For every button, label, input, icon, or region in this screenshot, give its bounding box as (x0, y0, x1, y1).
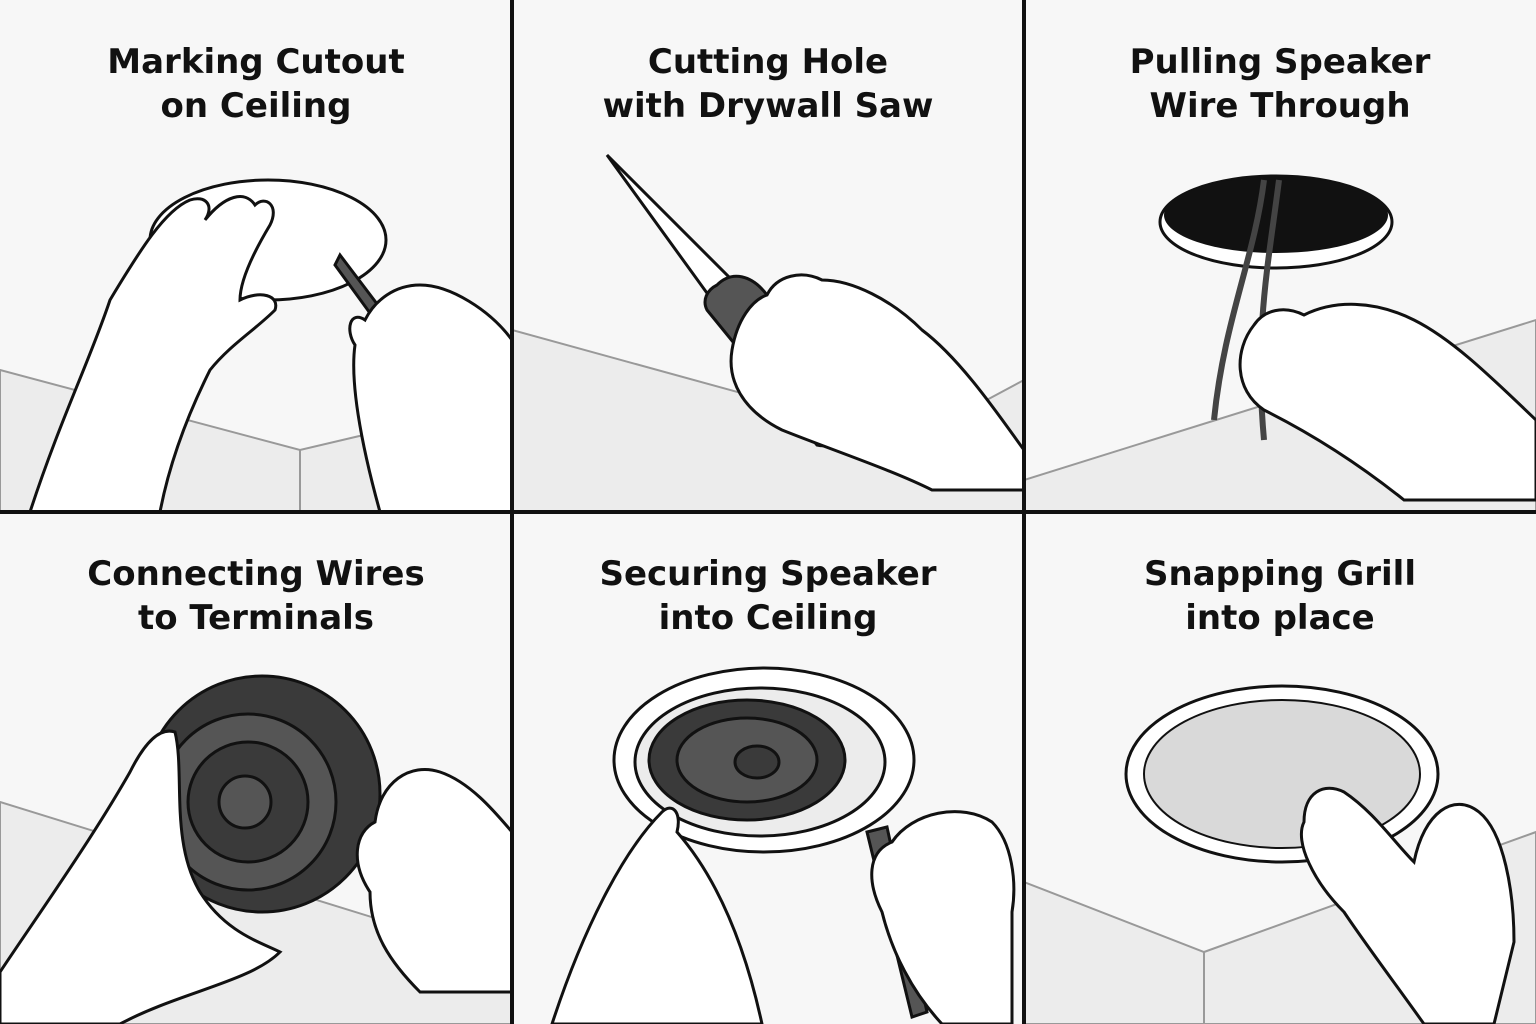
marking-cutout-illustration (0, 178, 512, 512)
right-hand (348, 283, 512, 512)
hand (1238, 302, 1536, 502)
title-line-1: Snapping Grill (1144, 554, 1416, 594)
cutting-hole-illustration (512, 153, 1024, 512)
panel-title: Cutting Hole with Drywall Saw (512, 40, 1024, 128)
panel-title: Connecting Wires to Terminals (0, 552, 512, 640)
title-line-2: on Ceiling (160, 86, 352, 126)
panel-securing-speaker: Securing Speaker into Ceiling (512, 512, 1024, 1024)
panel-title: Securing Speaker into Ceiling (512, 552, 1024, 640)
pulling-wire-illustration (1024, 174, 1536, 512)
panel-pulling-wire: Pulling Speaker Wire Through (1024, 0, 1536, 512)
snapping-grill-illustration (1024, 684, 1536, 1024)
speaker-dustcap (733, 744, 781, 780)
panel-connecting-wires: Connecting Wires to Terminals (0, 512, 512, 1024)
speaker-wire-1 (1211, 179, 1267, 421)
panel-snapping-grill: Snapping Grill into place (1024, 512, 1536, 1024)
panel-title: Marking Cutout on Ceiling (0, 40, 512, 128)
panel-cutting-hole: Cutting Hole with Drywall Saw (512, 0, 1024, 512)
title-line-1: Securing Speaker (599, 554, 937, 594)
title-line-2: Wire Through (1149, 86, 1411, 126)
title-line-2: with Drywall Saw (602, 86, 934, 126)
drywall-saw-blade (605, 153, 735, 303)
right-hand (355, 767, 512, 994)
panel-title: Pulling Speaker Wire Through (1024, 40, 1536, 128)
title-line-1: Pulling Speaker (1129, 42, 1431, 82)
title-line-2: to Terminals (137, 598, 375, 638)
panel-marking-cutout: Marking Cutout on Ceiling (0, 0, 512, 512)
right-hand (870, 810, 1016, 1024)
hand (1299, 786, 1516, 1024)
panel-title: Snapping Grill into place (1024, 552, 1536, 640)
securing-speaker-illustration (550, 666, 1016, 1024)
left-hand (550, 806, 764, 1024)
title-line-1: Connecting Wires (87, 554, 425, 594)
title-line-1: Cutting Hole (647, 42, 889, 82)
connecting-wires-illustration (0, 674, 512, 1024)
title-line-2: into Ceiling (658, 598, 878, 638)
hand (729, 273, 1024, 492)
title-line-1: Marking Cutout (107, 42, 405, 82)
speaker-dustcap (217, 774, 273, 830)
left-hand (28, 195, 278, 512)
left-hand (0, 729, 283, 1024)
title-line-2: into place (1185, 598, 1375, 638)
grid-divider-horizontal (0, 510, 1536, 514)
